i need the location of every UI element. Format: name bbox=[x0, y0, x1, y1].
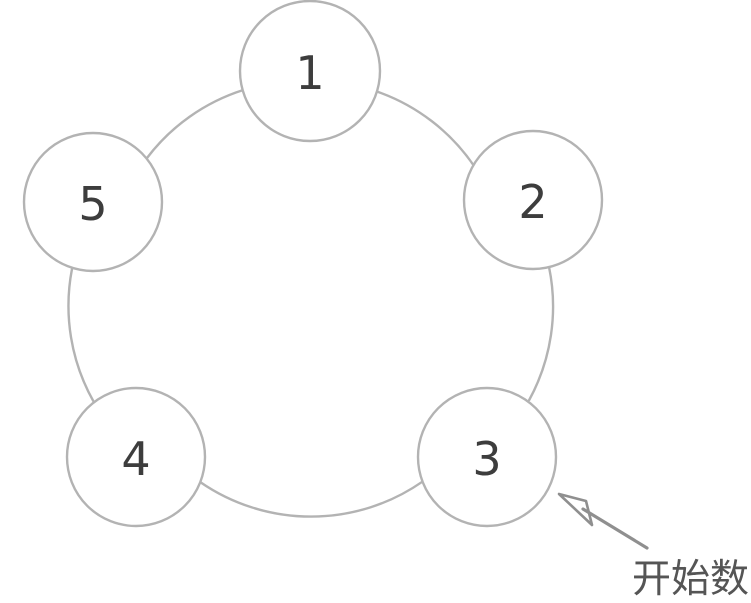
node-1-label: 1 bbox=[295, 46, 324, 100]
node-5-label: 5 bbox=[78, 177, 107, 231]
edge-4-to-5 bbox=[67, 267, 95, 403]
node-4[interactable]: 4 bbox=[65, 386, 207, 528]
edge-1-to-2 bbox=[375, 90, 476, 168]
edge-3-to-4 bbox=[199, 480, 424, 518]
node-3-label: 3 bbox=[472, 432, 501, 486]
arrow-head-icon bbox=[557, 492, 594, 527]
node-5[interactable]: 5 bbox=[22, 131, 164, 273]
edge-5-to-1 bbox=[145, 88, 245, 160]
start-number-annotation-label: 开始数 bbox=[632, 557, 749, 602]
start-pointer-arrow bbox=[557, 492, 649, 550]
node-4-label: 4 bbox=[121, 432, 150, 486]
edge-2-to-3 bbox=[528, 265, 555, 402]
node-1[interactable]: 1 bbox=[238, 0, 382, 143]
edge-group bbox=[67, 88, 555, 518]
node-1-circle[interactable] bbox=[238, 0, 382, 143]
node-2-label: 2 bbox=[518, 175, 547, 229]
node-4-circle[interactable] bbox=[65, 386, 207, 528]
node-3-circle[interactable] bbox=[416, 386, 558, 528]
node-group: 1 2 3 4 5 bbox=[22, 0, 604, 528]
node-5-circle[interactable] bbox=[22, 131, 164, 273]
node-2[interactable]: 2 bbox=[462, 129, 604, 271]
node-3[interactable]: 3 bbox=[416, 386, 558, 528]
arrow-shaft-line bbox=[581, 507, 649, 550]
node-2-circle[interactable] bbox=[462, 129, 604, 271]
